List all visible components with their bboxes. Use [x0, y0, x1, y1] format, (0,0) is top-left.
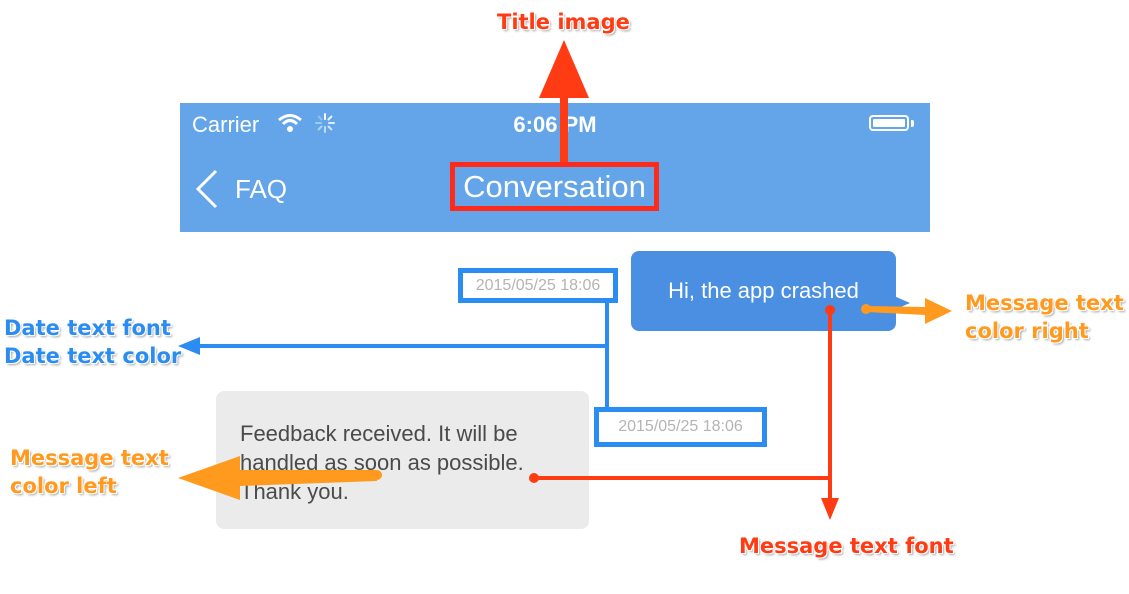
battery-icon [869, 115, 909, 131]
message-bubble-left [216, 391, 589, 529]
message-line: Feedback received. It will be [240, 421, 518, 446]
message-bubble-right [631, 251, 896, 331]
annotation-line: Message text [10, 446, 169, 470]
battery-nub [911, 120, 914, 127]
annotation-line: Message text [965, 291, 1124, 315]
msg-color-left-arrow [178, 456, 382, 500]
title-arrow [539, 40, 589, 162]
annotation-line: color right [965, 319, 1089, 343]
carrier-label: Carrier [192, 112, 260, 137]
activity-spinner-icon [315, 113, 335, 133]
msg-font-connector [529, 305, 839, 520]
date-connector [195, 303, 609, 409]
navigation-header: Carrier 6:06 PM FAQ Conversation [180, 103, 930, 232]
annotation-line: color left [10, 474, 117, 498]
message-text-right: Hi, the app crashed [668, 278, 859, 303]
msg-color-right-arrow [861, 298, 952, 324]
page-title: Conversation [450, 162, 659, 211]
annotation-msg-color-left: Message text color left [10, 444, 169, 500]
message-date-left: 2015/05/25 18:06 [594, 407, 767, 447]
annotation-msg-font: Message text font [739, 534, 954, 558]
bubble-tail [894, 296, 910, 310]
back-button[interactable]: FAQ [235, 174, 288, 204]
back-chevron-icon[interactable] [194, 169, 222, 209]
message-date-right: 2015/05/25 18:06 [458, 268, 618, 303]
annotation-msg-color-right: Message text color right [965, 289, 1124, 345]
annotation-date-font: Date text font [4, 316, 171, 340]
wifi-icon [278, 114, 302, 132]
date-arrowhead [178, 337, 200, 355]
status-time: 6:06 PM [513, 112, 597, 137]
annotation-title-image: Title image [497, 10, 630, 34]
annotation-date-color: Date text color [4, 344, 182, 368]
annotation-date: Date text font Date text color [4, 314, 181, 370]
message-text-left: Feedback received. It will be handled as… [240, 419, 580, 506]
